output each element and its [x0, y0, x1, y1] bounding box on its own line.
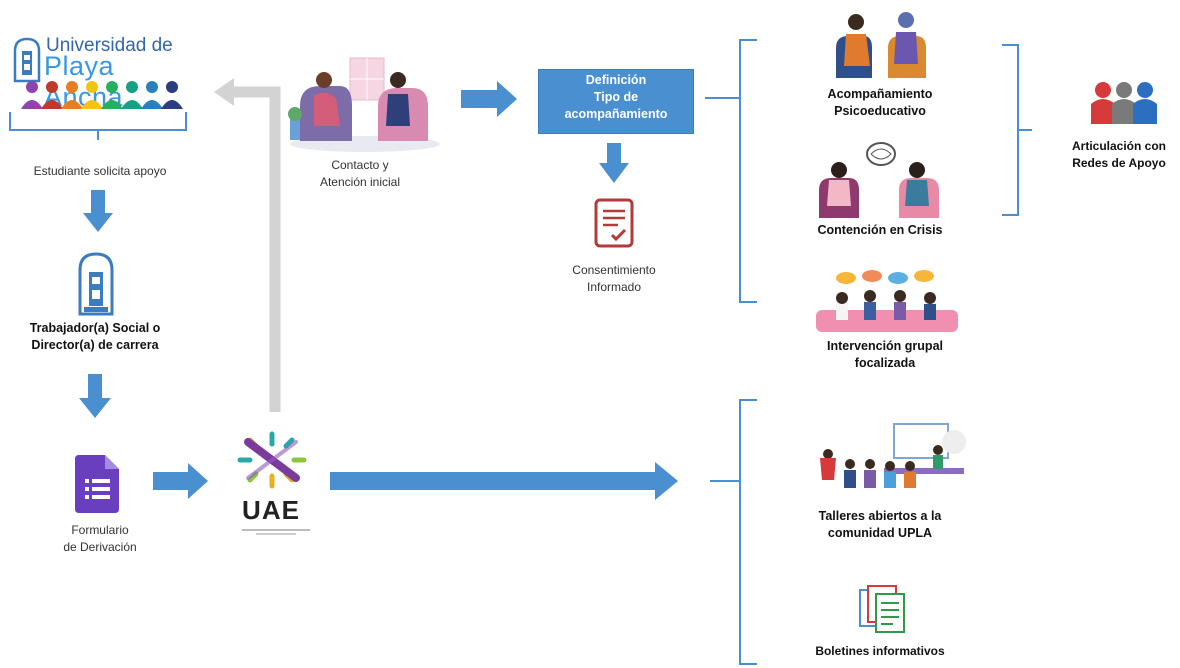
workshops-label: Talleres abiertos a la comunidad UPLA [818, 509, 942, 540]
arrow-uae-to-open [330, 462, 678, 500]
support-bracket [728, 39, 757, 303]
definition-box: Definición Tipo de acompañamiento [538, 69, 694, 134]
bulletins-label: Boletines informativos [815, 644, 945, 658]
psychoeducational-label: Acompañamiento Psicoeducativo [827, 87, 933, 118]
return-arrow-head [214, 78, 234, 106]
logo-bracket [9, 112, 187, 140]
uae-logo-icon [237, 431, 307, 489]
arrow-down-1 [83, 190, 113, 232]
arrow-form-to-uae [153, 463, 208, 499]
workshop-illustration [820, 423, 966, 488]
uae-label: UAE [242, 495, 300, 525]
networks-bracket [1002, 44, 1032, 216]
group-intervention-label: Intervención grupal focalizada [827, 339, 943, 370]
community-bracket [710, 399, 757, 665]
form-label: Formulario de Derivación [63, 523, 137, 554]
logo-line-1: Universidad de [46, 35, 173, 56]
crisis-illustration [819, 142, 939, 218]
university-logo: Universidad de Playa Ancha [12, 35, 192, 115]
support-network-icon [1091, 82, 1157, 124]
arrow-contact-to-definition [461, 81, 517, 117]
institution-lighthouse-icon [78, 252, 114, 316]
arrow-down-2 [79, 374, 111, 418]
therapy-session-illustration [288, 57, 440, 152]
people-icon [21, 81, 183, 109]
arrow-definition-to-consent [599, 143, 629, 183]
consent-document-icon [594, 198, 634, 248]
contact-label: Contacto y Atención inicial [319, 158, 401, 189]
consent-label: Consentimiento Informado [572, 263, 656, 294]
lighthouse-icon [13, 37, 41, 83]
uae-subtitle-lines [238, 528, 314, 537]
form-icon [75, 455, 119, 513]
bulletin-documents-icon [859, 585, 905, 633]
return-arrow [232, 86, 281, 412]
student-label: Estudiante solicita apoyo [33, 164, 167, 178]
group-intervention-illustration [816, 270, 958, 332]
psychoeducational-illustration [836, 12, 926, 78]
networks-label: Articulación con Redes de Apoyo [1071, 139, 1166, 170]
crisis-label: Contención en Crisis [817, 223, 943, 237]
social-worker-label: Trabajador(a) Social o Director(a) de ca… [29, 321, 161, 352]
